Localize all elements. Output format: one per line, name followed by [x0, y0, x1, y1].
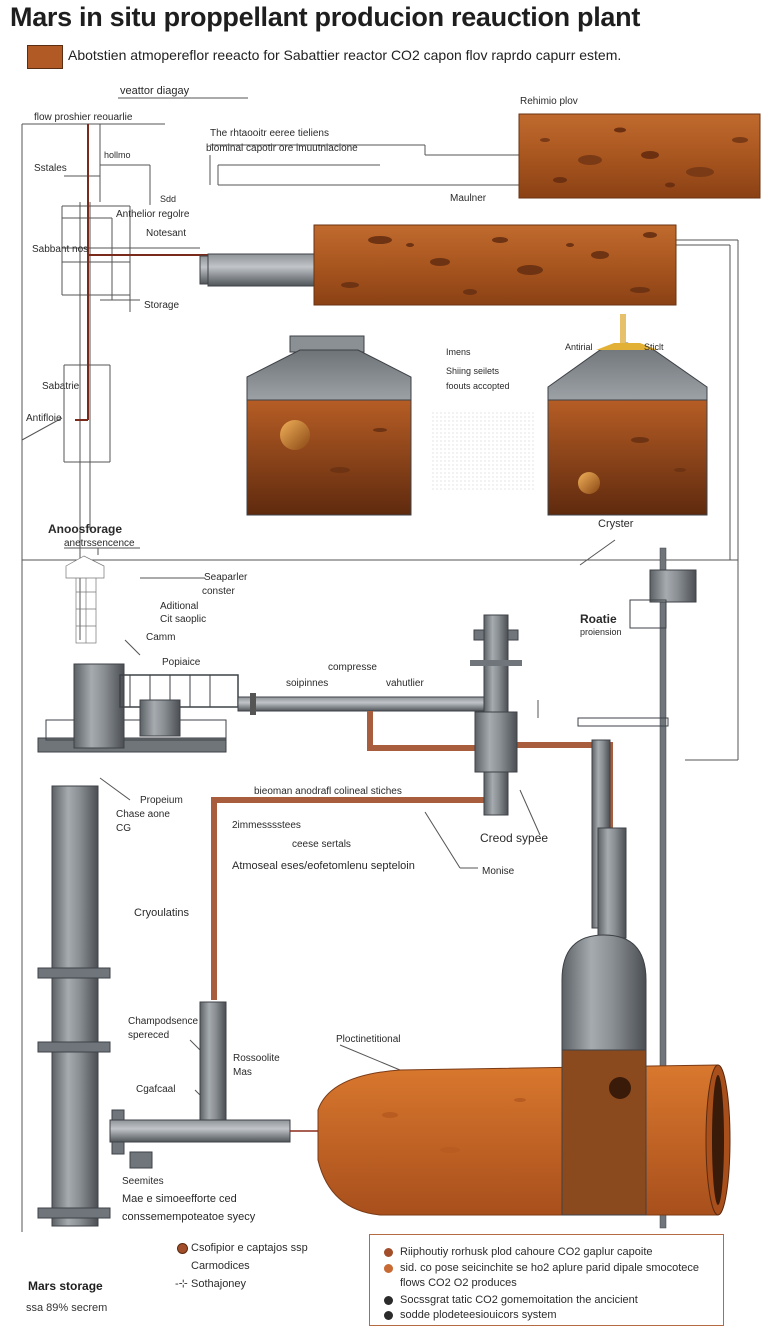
label-flow-proshier: flow proshier reouarlie [34, 112, 133, 123]
label-callout-1: The rhtaooitr eeree tieliens [210, 128, 329, 139]
legend-right-label: sodde plodeteesiouicors system [400, 1309, 557, 1321]
legend-left-item: -⊹ Sothajoney [175, 1276, 308, 1294]
mars-storage-value: ssa 89% secrem [26, 1302, 108, 1314]
label-ceese-sertial: ceese sertals [292, 839, 351, 850]
label-zimuaresectees: 2immesssstees [232, 820, 301, 831]
label-rosatie: Roatie [580, 612, 617, 626]
label-storage: Storage [144, 300, 179, 311]
label-propresium-2: Chase aone [116, 809, 170, 820]
legend-left: Csofipior e captajos ssp Carmodices -⊹ S… [175, 1240, 308, 1294]
label-hollmo: hollmo [104, 150, 131, 160]
label-anoo-sub: anetrssencence [64, 538, 135, 549]
label-separator-2: conster [202, 586, 235, 597]
mars-storage-vessel [317, 1064, 731, 1216]
label-antifloie: Antifloie [26, 413, 62, 424]
label-rehimio: Rehimio plov [520, 96, 578, 107]
legend-left-label: Csofipior e captajos ssp [191, 1242, 308, 1254]
label-anoo-storage: Anoosforage [48, 522, 122, 536]
legend-left-item: Carmodices [175, 1258, 308, 1276]
label-proiension: proiension [580, 627, 622, 637]
flow-field-dots [430, 410, 535, 490]
legend-right-item: sodde plodeteesiouicors system [384, 1308, 714, 1323]
label-ploctinetitional: Ploctinetitional [336, 1034, 400, 1045]
label-callout-2: blominal capotir ore imuutniacione [206, 143, 358, 154]
label-additional-1: Aditional [160, 601, 198, 612]
compressor-unit [37, 663, 239, 753]
label-mas: Mas [233, 1067, 252, 1078]
label-sstates: Sstales [34, 163, 67, 174]
cryo-column-left [37, 785, 111, 1227]
subtitle: Abotstien atmopereflor reeacto for Sabat… [68, 47, 622, 63]
label-roseolite: Rossoolite [233, 1053, 280, 1064]
label-camm: Camm [146, 632, 175, 643]
label-sd: Sdd [160, 194, 176, 204]
grid-tower [65, 555, 105, 644]
lower-horizontal-pipe [109, 1109, 360, 1169]
sabatier-reactor-tube [199, 224, 677, 306]
label-creod: Creod sypee [480, 831, 548, 845]
label-saltant: Sabbant nos [32, 244, 88, 255]
label-sticlt: Sticlt [644, 342, 664, 352]
mars-storage-title: Mars storage [28, 1279, 103, 1293]
separator-column [470, 614, 522, 816]
label-vahtier: vahutlier [386, 678, 424, 689]
label-soipiners: soipinnes [286, 678, 328, 689]
label-separator-1: Seaparler [204, 572, 248, 583]
circle-icon [384, 1264, 393, 1273]
storage-tank-left [246, 335, 412, 516]
storage-tank-right [547, 314, 708, 516]
circle-icon [177, 1243, 188, 1254]
legend-right-label: Riiphoutiy rorhusk plod cahoure CO2 gapl… [400, 1246, 653, 1258]
label-cryoutatine: Cryoulatins [134, 907, 190, 919]
legend-right-item: sid. co pose seicinchite se ho2 aplure p… [384, 1261, 714, 1291]
mars-swatch [27, 45, 63, 69]
label-anthelior: Anthelior regolre [116, 209, 190, 220]
label-notesant: Notesant [146, 228, 186, 239]
legend-right: Riiphoutiy rorhusk plod cahoure CO2 gapl… [369, 1234, 724, 1326]
label-seemitos: Seemites [122, 1176, 164, 1187]
circle-icon [384, 1296, 393, 1305]
label-additional-2: Cit saoplic [160, 614, 206, 625]
legend-left-item: Csofipior e captajos ssp [175, 1240, 308, 1258]
label-mar-e-2: conssemempoteatoe syecy [122, 1211, 256, 1223]
label-atmoseal: Atmoseal eses/eofetomlenu septeloin [232, 860, 415, 872]
label-mar-e-1: Mae e simoeefforte ced [122, 1193, 237, 1205]
legend-right-label: sid. co pose seicinchite se ho2 aplure p… [400, 1262, 700, 1289]
legend-left-label: Carmodices [191, 1260, 250, 1272]
label-caofcaol: Cgafcaal [136, 1084, 175, 1095]
process-vessel [561, 934, 647, 1216]
label-shiing-1: Shiing seilets [446, 366, 500, 376]
label-champopotence-2: spereced [128, 1030, 169, 1041]
mars-surface-panel-top [518, 113, 761, 199]
label-mauuler: Maulner [450, 193, 487, 204]
legend-right-label: Socssgrat tatic CO2 gomemoitation the an… [400, 1294, 638, 1306]
label-moniee: Monise [482, 866, 515, 877]
legend-right-item: Riiphoutiy rorhusk plod cahoure CO2 gapl… [384, 1245, 714, 1260]
process-pipe-horizontal [211, 693, 613, 1000]
label-cryster: Cryster [598, 518, 634, 530]
label-vector-diagram: veattor diagay [120, 85, 190, 97]
circle-icon [384, 1311, 393, 1320]
label-propresium-3: CG [116, 823, 131, 834]
label-popiaice: Popiaice [162, 657, 201, 668]
label-sabatrie: Sabatrie [42, 381, 80, 392]
label-champopotence-1: Champodsence [128, 1016, 198, 1027]
legend-right-item: Socssgrat tatic CO2 gomemoitation the an… [384, 1293, 714, 1308]
legend-left-label: Sothajoney [191, 1278, 247, 1290]
label-shiing-2: foouts accopted [446, 381, 510, 391]
label-antiral: Antirial [565, 342, 593, 352]
label-imens: Imens [446, 347, 471, 357]
valve-symbol-icon: -⊹ [175, 1278, 188, 1290]
label-compresse: compresse [328, 662, 377, 673]
label-bioman: bieoman anodrafl colineal stiches [254, 786, 402, 797]
rotary-tower [577, 547, 697, 1229]
page-title: Mars in situ proppellant producion reauc… [10, 2, 641, 32]
circle-icon [384, 1248, 393, 1257]
lower-vertical-pipe [199, 1001, 227, 1128]
label-propresium-1: Propeium [140, 795, 183, 806]
